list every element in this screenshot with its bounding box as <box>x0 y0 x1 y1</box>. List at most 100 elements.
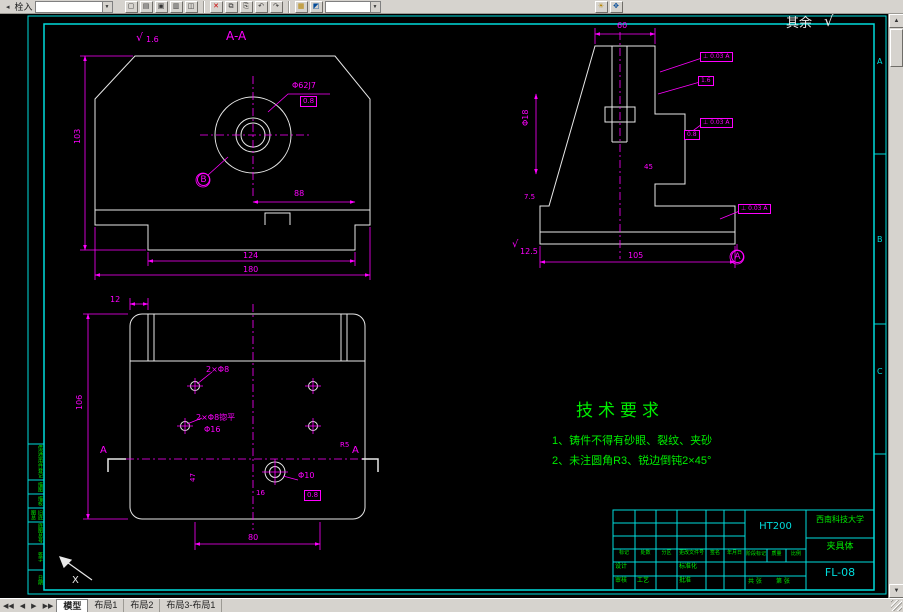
dimension-text: 45 <box>644 163 653 171</box>
side-view-outline <box>539 45 736 245</box>
roughness-symbol: √ <box>824 14 834 30</box>
section-view-outline <box>94 55 371 251</box>
technical-requirements: 技术要求 1、铸件不得有砂眼、裂纹、夹砂 2、未注圆角R3、锐边倒钝2×45° <box>552 396 812 471</box>
sheet-number-label: 第 张 <box>776 578 790 585</box>
preview-icon[interactable]: ◫ <box>184 0 198 13</box>
title-block-header: 标记 <box>618 550 629 556</box>
margin-cell: 底图总号 <box>37 523 43 543</box>
chevron-down-icon[interactable]: ▼ <box>101 1 112 12</box>
new-file-icon[interactable]: ▢ <box>124 0 138 13</box>
tech-req-title: 技术要求 <box>576 401 664 420</box>
roughness-frame: 0.8 <box>684 130 700 140</box>
paste-icon[interactable]: ⎘ <box>239 0 253 13</box>
open-file-icon[interactable]: ▤ <box>139 0 153 13</box>
drawing-linework <box>27 15 887 595</box>
dimension-text: 105 <box>628 251 644 260</box>
margin-cell: 借(通)用件登记 <box>37 445 43 479</box>
undo-icon[interactable]: ↶ <box>254 0 268 13</box>
save-icon[interactable]: ▣ <box>154 0 168 13</box>
roughness-frame: 0.8 <box>300 96 318 107</box>
redo-icon[interactable]: ↷ <box>269 0 283 13</box>
section-view-dimensions <box>80 55 371 280</box>
title-block-grid <box>612 509 875 591</box>
zoom-icon[interactable]: ☀ <box>594 0 608 13</box>
last-tab-icon[interactable]: ▶▶ <box>42 602 54 610</box>
part-name: 夹具体 <box>826 542 854 552</box>
section-arrow-label: A <box>100 445 107 456</box>
title-block-header: 年月日 <box>726 550 742 556</box>
hole-callout: Φ10 <box>298 471 315 480</box>
dimension-text: 88 <box>294 189 305 198</box>
scrollbar-thumb[interactable] <box>890 29 903 67</box>
dimension-text: 124 <box>243 251 259 260</box>
print-icon[interactable]: ▥ <box>169 0 183 13</box>
bore-dimension: Φ62J7 <box>292 81 316 90</box>
title-block-row-label: 标准化 <box>679 563 698 570</box>
roughness-symbol: √ <box>136 31 144 44</box>
tolerance-frame: ⊥ 0.03 A <box>700 118 733 128</box>
general-roughness-label: 其余 <box>786 16 813 31</box>
stage-mark-label: 阶段标记 <box>745 551 766 557</box>
margin-cell: 描校 <box>37 496 43 506</box>
pan-icon[interactable]: ✥ <box>609 0 623 13</box>
command-combo[interactable]: ▼ <box>34 0 113 13</box>
dimension-text: Φ18 <box>521 109 530 126</box>
cut-icon[interactable]: ✕ <box>209 0 223 13</box>
chevron-down-icon[interactable]: ▼ <box>369 1 380 12</box>
dimension-text: 180 <box>243 265 259 274</box>
top-view-dimensions <box>83 298 362 550</box>
tab-model[interactable]: 模型 <box>56 599 89 612</box>
status-bar: ◀◀ ◀ ▶ ▶▶ 模型 布局1 布局2 布局3-布局1 <box>0 598 903 612</box>
title-block-row-label: 批准 <box>679 577 692 584</box>
dimension-text: 106 <box>75 394 84 410</box>
material-spec: HT200 <box>759 521 792 532</box>
roughness-frame: 1.6 <box>698 76 714 86</box>
resize-grip[interactable] <box>891 600 902 611</box>
dimension-text: R5 <box>340 441 350 449</box>
company-name: 西南科技大学 <box>816 515 864 524</box>
zone-marker: C <box>877 367 883 376</box>
tolerance-frame: ⊥ 0.03 A <box>738 204 771 214</box>
tolerance-frame: ⊥ 0.03 A <box>700 52 733 62</box>
margin-cell: 日期 <box>37 575 43 585</box>
zone-marker: A <box>877 57 883 66</box>
roughness-frame: 0.8 <box>304 490 322 501</box>
mass-label: 质量 <box>771 551 782 557</box>
copy-icon[interactable]: ⧉ <box>224 0 238 13</box>
scroll-down-icon[interactable]: ▼ <box>889 584 903 598</box>
margin-cell: 签字 <box>37 552 43 562</box>
command-label: 栓入 <box>14 2 33 12</box>
title-block-header: 处数 <box>640 550 651 556</box>
dimension-text: 16 <box>256 489 265 497</box>
tab-layout2[interactable]: 布局2 <box>124 599 161 612</box>
properties-icon[interactable]: ◩ <box>309 0 323 13</box>
section-label: A-A <box>226 29 247 43</box>
tech-req-item: 1、铸件不得有砂眼、裂纹、夹砂 <box>552 435 713 447</box>
prev-tab-icon[interactable]: ◀ <box>19 602 26 610</box>
hole-callout: Φ16 <box>204 425 221 434</box>
tab-layout1[interactable]: 布局1 <box>88 599 125 612</box>
dimension-text: 60 <box>617 21 628 30</box>
next-tab-icon[interactable]: ▶ <box>31 602 37 610</box>
first-tab-icon[interactable]: ◀◀ <box>3 602 14 610</box>
tech-req-item: 2、未注圆角R3、锐边倒钝2×45° <box>552 455 712 467</box>
vertical-scrollbar[interactable]: ▲ ▼ <box>888 14 903 598</box>
title-block-row-label: 设计 <box>615 563 628 570</box>
drawing-number: FL-08 <box>824 566 856 579</box>
tab-layout3[interactable]: 布局3-布局1 <box>160 599 223 612</box>
hole-callout: 2×Φ8 <box>206 365 230 374</box>
datum-a: A <box>731 250 744 263</box>
toolbar-separator <box>202 0 205 13</box>
layer-combo[interactable]: ▼ <box>324 0 381 13</box>
title-block-row-label: 审核 <box>615 577 628 584</box>
layer-icon[interactable]: ▦ <box>294 0 308 13</box>
title-block-header: 分区 <box>661 550 672 556</box>
margin-cell: 描图 <box>37 482 43 492</box>
sheet-frame <box>27 15 887 595</box>
toolbar-nav-arrow[interactable]: ◂ <box>6 3 10 11</box>
roughness-value: 1.6 <box>146 35 159 44</box>
toolbar-separator <box>287 0 290 13</box>
scroll-up-icon[interactable]: ▲ <box>889 14 903 28</box>
